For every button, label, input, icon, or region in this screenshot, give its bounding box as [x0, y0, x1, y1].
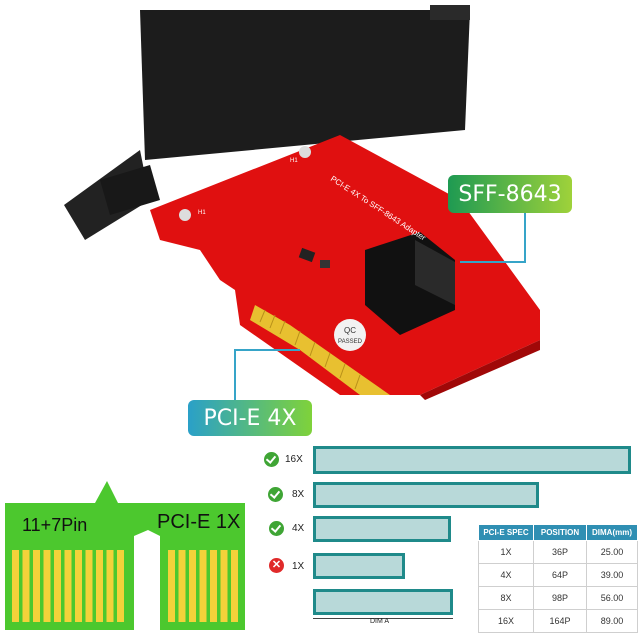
gold-pin-right [189, 550, 196, 622]
dim-header: DIMA(mm) [586, 524, 638, 541]
gold-pin-left [106, 550, 114, 622]
pci-e-4x-label: PCI-E 4X [188, 400, 312, 436]
gold-pin-right [168, 550, 175, 622]
slot-4x [313, 516, 451, 542]
gold-pin-left [43, 550, 51, 622]
bracket-main [140, 10, 470, 160]
adapter-card-photo: QC PASSED PCI-E 4X To SFF-8643 Adapter H… [64, 5, 540, 400]
gold-pin-left [33, 550, 40, 622]
slot-label-8x: 8X [292, 489, 305, 500]
gold-pin-right [199, 550, 207, 622]
slot-label-16x: 16X [285, 454, 303, 465]
check-icon-4x [269, 521, 284, 536]
gold-pin-right [210, 550, 217, 622]
slot-label-4x: 4X [292, 523, 305, 534]
slot-1x [313, 553, 405, 579]
sff-8643-label: SFF-8643 [448, 175, 572, 213]
gold-pin-right [178, 550, 186, 622]
gold-pin-left [54, 550, 61, 622]
gold-pin-right [220, 550, 228, 622]
gold-fingers [250, 305, 390, 395]
qc-sticker [334, 319, 366, 351]
spec-header: PCI-E SPEC [478, 524, 534, 541]
gold-pin-left [117, 550, 124, 622]
check-icon-8x [268, 487, 283, 502]
position-header: POSITION [533, 524, 587, 541]
bracket-top-tab [430, 5, 470, 20]
slot-16x [313, 446, 631, 474]
pcb-edge-shade [420, 340, 540, 400]
sff-connector-face [415, 240, 455, 305]
pci-e-1x-label: PCI-E 1X [157, 511, 241, 533]
dim-a-line [313, 618, 453, 619]
svg-text:QC: QC [344, 326, 356, 335]
pin-count-label: 11+7Pin [22, 515, 88, 535]
gold-pin-left [85, 550, 93, 622]
slot-label-1x: 1X [292, 561, 305, 572]
gold-pin-left [22, 550, 30, 622]
gold-pin-right [231, 550, 238, 622]
slot-8x [313, 482, 539, 508]
bracket-lower [100, 165, 160, 215]
dim-a-label: DIM A [370, 618, 390, 625]
pcb-board [150, 135, 540, 395]
pin-board-diagram [5, 481, 245, 630]
svg-text:H1: H1 [198, 210, 206, 216]
svg-text:H1: H1 [290, 158, 298, 164]
gold-pin-left [64, 550, 72, 622]
svg-text:PASSED: PASSED [338, 339, 363, 345]
gold-pin-left [75, 550, 82, 622]
cross-icon-1x: ✕ [269, 558, 284, 573]
check-icon-16x [264, 452, 279, 467]
gold-pin-left [12, 550, 19, 622]
gold-pin-left [96, 550, 103, 622]
slot-dim-example [313, 589, 453, 615]
